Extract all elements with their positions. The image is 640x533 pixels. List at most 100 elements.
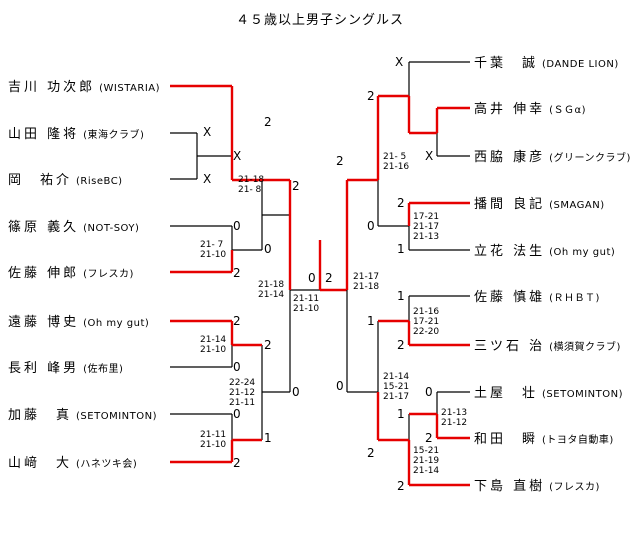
result-label: 2: [233, 456, 241, 470]
player-name: 三ツ石 治: [474, 339, 546, 354]
final-score-right: 2: [325, 271, 333, 285]
player-club: (ＳＧα): [549, 105, 587, 116]
result-label: 0: [264, 242, 272, 256]
right-player-9: 和田 瞬(トヨタ自動車): [474, 429, 614, 447]
player-club: (ハネツキ会): [76, 459, 138, 470]
result-label: 2: [233, 266, 241, 280]
left-player-5: 佐藤 伸郎(フレスカ): [8, 263, 134, 281]
player-name: 播間 良記: [474, 197, 546, 212]
player-name: 遠藤 博史: [8, 315, 80, 330]
right-player-3: 西脇 康彦(グリーンクラブ): [474, 147, 631, 165]
result-label: 2: [292, 179, 300, 193]
player-name: 佐藤 伸郎: [8, 266, 80, 281]
right-player-4: 播間 良記(SMAGAN): [474, 194, 605, 212]
player-club: (SETOMINTON): [76, 411, 157, 422]
player-name: 和田 瞬: [474, 432, 539, 447]
left-player-8: 加藤 真(SETOMINTON): [8, 405, 157, 423]
result-label: 0: [367, 219, 375, 233]
player-name: 立花 法生: [474, 244, 546, 259]
result-label: X: [395, 55, 404, 69]
player-club: (NOT-SOY): [83, 223, 140, 234]
result-label: 2: [367, 446, 375, 460]
result-label: 2: [425, 431, 433, 445]
result-label: X: [425, 149, 434, 163]
left-player-7: 長利 峰男(佐布里): [8, 358, 123, 376]
player-club: (SMAGAN): [549, 200, 605, 211]
result-label: X: [203, 172, 212, 186]
player-name: 山田 隆将: [8, 127, 80, 142]
player-name: 加藤 真: [8, 408, 73, 423]
result-label: X: [203, 125, 212, 139]
page-title: ４５歳以上男子シングルス: [235, 13, 404, 28]
player-name: 篠原 義久: [8, 220, 80, 235]
left-player-4: 篠原 義久(NOT-SOY): [8, 217, 139, 235]
result-label: 0: [425, 385, 433, 399]
right-player-2: 高井 伸幸(ＳＧα): [474, 99, 586, 117]
right-player-8: 土屋 壮(SETOMINTON): [474, 383, 623, 401]
result-label: 2: [233, 314, 241, 328]
result-label: 2: [264, 115, 272, 129]
result-label: 0: [233, 360, 241, 374]
result-label: X: [233, 149, 242, 163]
player-name: 吉川 功次郎: [8, 80, 96, 95]
result-label: 2: [397, 479, 405, 493]
player-club: (DANDE LION): [542, 59, 619, 70]
player-name: 西脇 康彦: [474, 150, 546, 165]
player-name: 山﨑 大: [8, 456, 73, 471]
right-player-5: 立花 法生(Oh my gut): [474, 241, 615, 259]
player-club: (横須賀クラブ): [549, 342, 621, 353]
result-label: 1: [367, 314, 375, 328]
player-club: (グリーンクラブ): [549, 153, 631, 164]
player-club: (Oh my gut): [549, 247, 616, 258]
player-name: 高井 伸幸: [474, 102, 546, 117]
player-name: 千葉 誠: [474, 56, 539, 71]
left-player-6: 遠藤 博史(Oh my gut): [8, 312, 149, 330]
player-club: (トヨタ自動車): [542, 435, 614, 446]
left-player-2: 山田 隆将(東海クラブ): [8, 124, 144, 142]
left-player-1: 吉川 功次郎(WISTARIA): [8, 77, 160, 95]
player-name: 長利 峰男: [8, 361, 80, 376]
right-player-7: 三ツ石 治(横須賀クラブ): [474, 336, 621, 354]
result-label: 1: [264, 431, 272, 445]
player-club: (RiseBC): [76, 176, 123, 187]
result-label: 0: [233, 219, 241, 233]
player-name: 土屋 壮: [474, 386, 539, 401]
player-club: (東海クラブ): [83, 130, 145, 141]
result-label: 1: [397, 242, 405, 256]
player-name: 佐藤 慎雄: [474, 290, 546, 305]
player-club: (フレスカ): [549, 482, 600, 493]
result-label: 2: [397, 196, 405, 210]
result-label: 2: [367, 89, 375, 103]
player-club: (WISTARIA): [99, 83, 161, 94]
result-label: 1: [397, 407, 405, 421]
result-label: 0: [233, 407, 241, 421]
result-label: 2: [264, 338, 272, 352]
final-score-left: 0: [308, 271, 316, 285]
player-club: (フレスカ): [83, 269, 134, 280]
player-name: 下島 直樹: [474, 479, 546, 494]
right-player-6: 佐藤 慎雄(ＲＨＢＴ): [474, 287, 600, 305]
right-player-10: 下島 直樹(フレスカ): [474, 476, 600, 494]
left-player-9: 山﨑 大(ハネツキ会): [8, 453, 137, 471]
player-club: (Oh my gut): [83, 318, 150, 329]
player-club: (ＲＨＢＴ): [549, 293, 600, 304]
result-label: 2: [397, 338, 405, 352]
player-name: 岡 祐介: [8, 173, 73, 188]
left-player-3: 岡 祐介(RiseBC): [8, 170, 123, 188]
result-label: 1: [397, 289, 405, 303]
